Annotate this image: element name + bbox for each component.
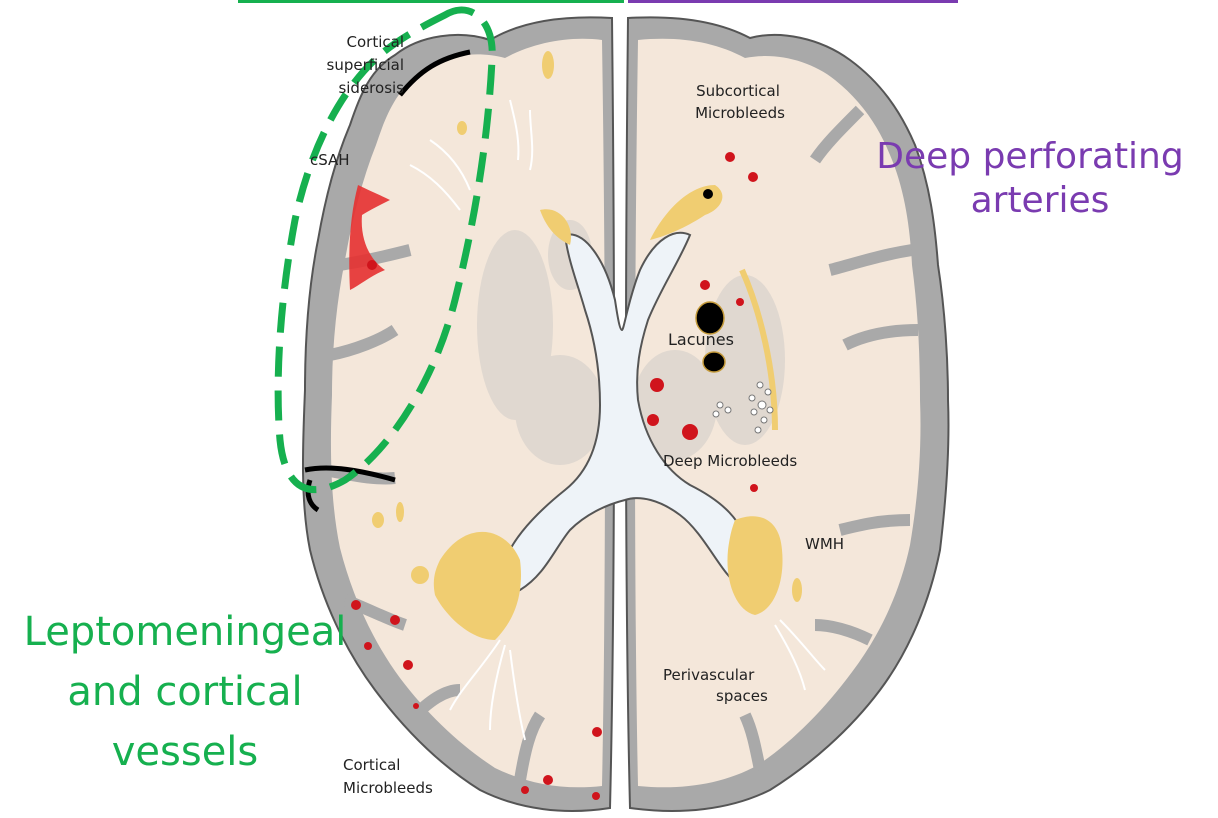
microbleed — [413, 703, 419, 709]
microbleed — [647, 414, 659, 426]
label-perivascular-spaces-1: Perivascular — [663, 666, 755, 684]
label-csah: cSAH — [310, 151, 350, 169]
category-leptomeningeal-1: Leptomeningeal — [24, 609, 347, 655]
left-thalamus — [515, 355, 605, 465]
category-deep-perforating-1: Deep perforating — [876, 136, 1183, 177]
microbleed — [403, 660, 413, 670]
label-cortical-superficial-siderosis-1: Cortical — [347, 33, 404, 51]
green-top-bar — [238, 0, 624, 3]
label-perivascular-spaces-2: spaces — [716, 687, 768, 705]
lacune — [703, 189, 713, 199]
category-leptomeningeal-2: and cortical — [67, 669, 302, 715]
microbleed — [748, 172, 758, 182]
microbleed — [521, 786, 529, 794]
microbleed — [725, 152, 735, 162]
label-cortical-superficial-siderosis-3: siderosis — [338, 79, 404, 97]
microbleed — [367, 260, 377, 270]
microbleed — [700, 280, 710, 290]
category-leptomeningeal-3: vessels — [112, 729, 259, 775]
microbleed — [390, 615, 400, 625]
microbleed — [351, 600, 361, 610]
microbleed — [592, 727, 602, 737]
wmh-spot — [542, 51, 554, 79]
wmh-spot — [372, 512, 384, 528]
microbleed — [750, 484, 758, 492]
label-cortical-microbleeds-2: Microbleeds — [343, 779, 433, 797]
label-cortical-superficial-siderosis-2: superficial — [327, 56, 404, 74]
label-subcortical-microbleeds-2: Microbleeds — [695, 104, 785, 122]
microbleed — [650, 378, 664, 392]
wmh-spot — [396, 502, 404, 522]
wmh-spot — [457, 121, 467, 135]
purple-top-bar — [628, 0, 958, 3]
microbleed — [682, 424, 698, 440]
label-wmh: WMH — [805, 535, 844, 553]
wmh-spot — [792, 578, 802, 602]
lacune — [703, 352, 725, 372]
category-deep-perforating-2: arteries — [971, 180, 1110, 221]
microbleed — [592, 792, 600, 800]
left-hemisphere — [303, 17, 614, 811]
label-subcortical-microbleeds-1: Subcortical — [696, 82, 780, 100]
microbleed — [364, 642, 372, 650]
microbleed — [736, 298, 744, 306]
wmh-spot — [411, 566, 429, 584]
label-lacunes: Lacunes — [668, 330, 734, 349]
microbleed — [543, 775, 553, 785]
label-deep-microbleeds: Deep Microbleeds — [663, 452, 797, 470]
label-cortical-microbleeds-1: Cortical — [343, 756, 400, 774]
